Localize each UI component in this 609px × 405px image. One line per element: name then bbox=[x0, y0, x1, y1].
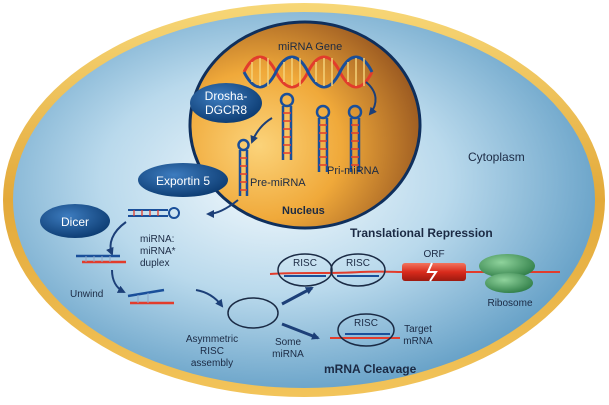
translational-repression-title: Translational Repression bbox=[350, 226, 493, 240]
dna-helix bbox=[242, 55, 374, 89]
pri-mirna-hairpin-3 bbox=[279, 92, 295, 160]
risc-label-1: RISC bbox=[293, 258, 317, 269]
mirna-gene-label: miRNA Gene bbox=[278, 41, 342, 53]
pri-mirna-label: Pri-miRNA bbox=[327, 165, 380, 177]
drosha-to-premirna-arrow bbox=[250, 117, 273, 144]
cytoplasm-label: Cytoplasm bbox=[468, 150, 525, 164]
exportin-5-complex: Exportin 5 bbox=[138, 163, 228, 197]
dicer-to-duplex-arrow bbox=[106, 221, 127, 256]
some-mirna-line2: miRNA bbox=[272, 349, 304, 360]
mrna-cleavage-title: mRNA Cleavage bbox=[324, 362, 417, 376]
to-mrna-cleavage-arrow bbox=[281, 322, 320, 340]
drosha-label-line2: DGCR8 bbox=[205, 103, 247, 117]
drosha-label-line1: Drosha- bbox=[205, 89, 248, 103]
pri-mirna-hairpin-2 bbox=[315, 104, 331, 172]
exportin-label: Exportin 5 bbox=[156, 174, 210, 188]
asym-label-line3: assembly bbox=[191, 358, 233, 369]
orf-label: ORF bbox=[423, 249, 444, 260]
risc-label-3: RISC bbox=[354, 318, 378, 329]
nucleus-label: Nucleus bbox=[282, 205, 325, 217]
drosha-dgcr8-complex: Drosha- DGCR8 bbox=[190, 83, 262, 123]
asym-label-line2: RISC bbox=[200, 346, 224, 357]
target-mrna-line1: Target bbox=[404, 324, 432, 335]
pri-mirna-hairpins bbox=[279, 92, 363, 172]
dicer-complex: Dicer bbox=[40, 204, 110, 238]
ribosome-label: Ribosome bbox=[487, 298, 532, 309]
risc-complex-1: RISC bbox=[277, 253, 333, 287]
duplex-label-line2: miRNA* bbox=[140, 246, 176, 257]
ribosome: Ribosome bbox=[479, 254, 535, 309]
pre-mirna-label: Pre-miRNA bbox=[250, 177, 306, 189]
unwind-label: Unwind bbox=[70, 289, 103, 300]
orf-segment: ORF bbox=[402, 249, 466, 282]
nuclear-export-arrow bbox=[206, 199, 239, 218]
duplex-label-line1: miRNA: bbox=[140, 234, 174, 245]
some-mirna-line1: Some bbox=[275, 337, 302, 348]
cytoplasmic-pre-mirna bbox=[128, 207, 180, 219]
pri-mirna-hairpin-1 bbox=[347, 104, 363, 172]
to-translational-repression-arrow bbox=[281, 286, 314, 306]
unwound-mirna bbox=[127, 288, 174, 305]
cleavage-risc-complex: RISC bbox=[330, 313, 400, 347]
unwound-to-risc-arrow bbox=[195, 289, 224, 308]
risc-label-2: RISC bbox=[346, 258, 370, 269]
risc-complex-2: RISC bbox=[330, 253, 386, 287]
dicer-label: Dicer bbox=[61, 215, 89, 229]
pre-mirna-hairpin bbox=[237, 138, 250, 196]
empty-risc-complex bbox=[227, 297, 279, 329]
mirna-duplex bbox=[76, 254, 126, 264]
target-mrna-line2: mRNA bbox=[403, 336, 433, 347]
duplex-label-line3: duplex bbox=[140, 258, 169, 269]
asym-label-line1: Asymmetric bbox=[186, 334, 238, 345]
unwind-arrow bbox=[111, 269, 126, 293]
gene-to-primirna-arrow bbox=[365, 81, 377, 116]
